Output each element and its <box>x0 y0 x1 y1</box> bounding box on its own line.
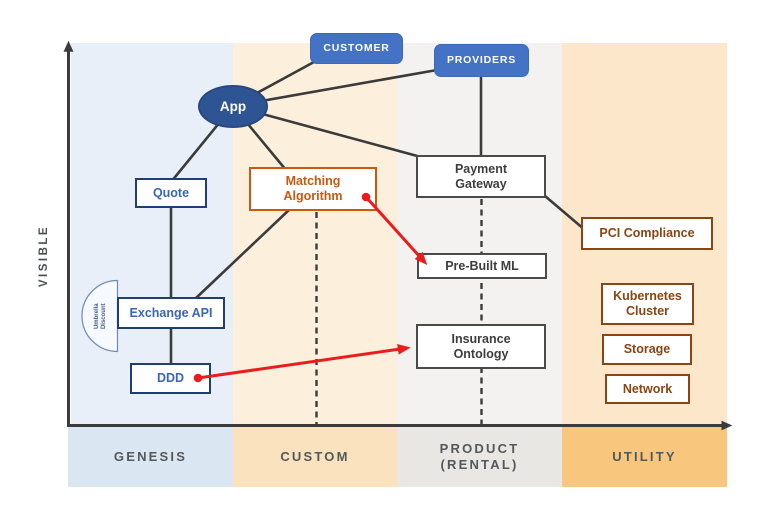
node-payment-gateway-label: Payment Gateway <box>454 161 508 191</box>
node-ddd-label: DDD <box>156 371 185 386</box>
node-ddd: DDD <box>130 363 211 394</box>
node-kubernetes-cluster-label: Kubernetes Cluster <box>613 289 682 318</box>
node-pre-built-ml: Pre-Built ML <box>417 253 547 279</box>
node-network: Network <box>605 374 690 404</box>
stage-label-utility: UTILITY <box>612 448 677 464</box>
node-matching-algorithm-label: Matching Algorithm <box>283 174 343 203</box>
stage-label-custom: CUSTOM <box>280 448 350 464</box>
node-network-label: Network <box>622 381 673 396</box>
umbrella-discount-shape <box>81 279 119 353</box>
node-matching-algorithm: Matching Algorithm <box>249 167 377 211</box>
node-kubernetes-cluster: Kubernetes Cluster <box>601 283 694 325</box>
stage-band-custom: CUSTOM <box>233 427 397 487</box>
stage-label-product: PRODUCT (RENTAL) <box>439 440 520 472</box>
stage-band-product: PRODUCT (RENTAL) <box>397 427 562 487</box>
stage-band-utility: UTILITY <box>562 427 727 487</box>
node-pci-compliance-label: PCI Compliance <box>599 226 695 241</box>
node-quote: Quote <box>135 178 207 208</box>
node-storage: Storage <box>602 334 692 365</box>
dashed-evolution-lines <box>315 199 483 424</box>
node-insurance-ontology: Insurance Ontology <box>416 324 546 369</box>
node-customer: CUSTOMER <box>310 33 403 64</box>
node-exchange-api-label: Exchange API <box>129 305 213 320</box>
node-app-label: App <box>219 98 247 114</box>
node-exchange-api: Exchange API <box>117 297 225 329</box>
stage-label-genesis: GENESIS <box>113 448 188 464</box>
node-pre-built-ml-label: Pre-Built ML <box>445 258 519 273</box>
red-arrow-matching-to-prebuilt <box>361 192 428 266</box>
node-quote-label: Quote <box>152 185 190 200</box>
node-providers-label: PROVIDERS <box>446 54 517 67</box>
node-payment-gateway: Payment Gateway <box>416 155 546 198</box>
node-insurance-ontology-label: Insurance Ontology <box>451 331 511 361</box>
node-providers: PROVIDERS <box>434 44 529 77</box>
node-pci-compliance: PCI Compliance <box>581 217 713 250</box>
red-arrow-ddd-to-insurance <box>193 343 411 383</box>
node-storage-label: Storage <box>623 342 671 357</box>
node-customer-label: CUSTOMER <box>323 42 390 55</box>
stage-band-genesis: GENESIS <box>68 427 233 487</box>
node-app: App <box>198 85 268 128</box>
